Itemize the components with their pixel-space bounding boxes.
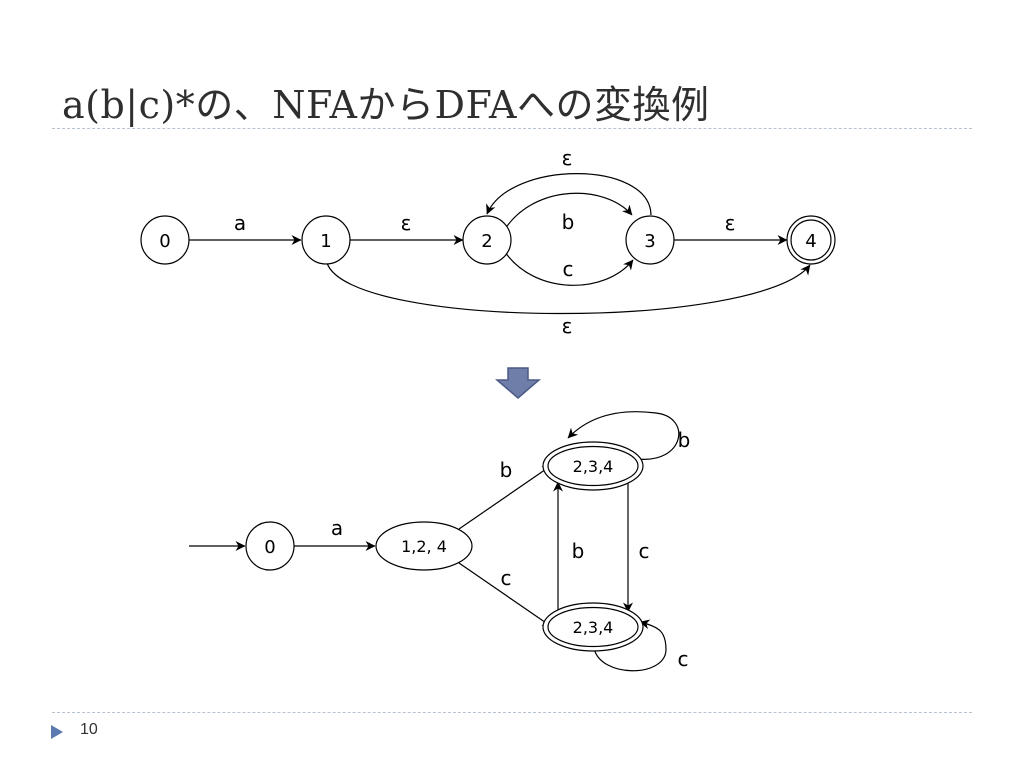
dfa-diagram: 0 1,2, 4 2,3,4 2,3,4 a b c b c b c: [189, 411, 691, 672]
svg-text:4: 4: [805, 231, 816, 252]
nfa-edge-2-3-c: [504, 251, 634, 286]
nfa-label-epsilon-bypass: ε: [562, 314, 573, 338]
nfa-edge-2-3-b: [504, 192, 633, 230]
dfa-edge-middle-bottom: [458, 562, 553, 628]
dfa-state-top-accepting: 2,3,4: [542, 441, 644, 491]
dfa-label-b-self: b: [678, 428, 691, 452]
triangle-bullet-icon: [51, 725, 63, 739]
footer-divider: [52, 712, 972, 713]
dfa-label-c-vertical: c: [639, 539, 650, 563]
dfa-label-b-vertical: b: [572, 539, 585, 563]
svg-text:1,2, 4: 1,2, 4: [401, 537, 447, 556]
nfa-edge-1-4-epsilon: [326, 262, 811, 315]
nfa-state-4-accepting: 4: [786, 215, 836, 265]
nfa-label-a: a: [234, 211, 246, 235]
svg-text:1: 1: [320, 231, 331, 252]
nfa-state-0: 0: [140, 215, 190, 265]
nfa-state-2: 2: [462, 215, 512, 265]
slide-title: a(b|c)*の、NFAからDFAへの変換例: [62, 83, 710, 127]
nfa-label-epsilon-1-2: ε: [401, 211, 412, 235]
dfa-label-c-down: c: [501, 566, 512, 590]
nfa-label-b: b: [562, 210, 575, 234]
dfa-self-loop-top: [567, 411, 680, 460]
nfa-label-epsilon-3-4: ε: [725, 211, 736, 235]
svg-text:2,3,4: 2,3,4: [573, 457, 614, 476]
nfa-edge-3-2-epsilon: [486, 173, 652, 216]
svg-text:2: 2: [481, 231, 492, 252]
dfa-label-b-up: b: [500, 458, 513, 482]
nfa-label-c: c: [563, 257, 574, 281]
nfa-label-epsilon-back: ε: [562, 146, 573, 170]
svg-text:0: 0: [159, 231, 170, 252]
dfa-label-a: a: [331, 516, 343, 540]
svg-text:2,3,4: 2,3,4: [573, 618, 614, 637]
dfa-edge-middle-top: [458, 464, 553, 530]
conversion-arrow-icon: [494, 367, 542, 399]
nfa-diagram: 0 1 2 3 4 a ε ε b c ε ε: [140, 146, 836, 338]
dfa-label-c-self: c: [678, 647, 689, 671]
dfa-state-start: 0: [245, 521, 295, 571]
nfa-state-1: 1: [301, 215, 351, 265]
dfa-self-loop-bottom: [593, 619, 667, 672]
title-divider: [52, 128, 972, 129]
page-number: 10: [80, 721, 98, 738]
dfa-state-bottom-accepting: 2,3,4: [542, 602, 644, 652]
nfa-state-3: 3: [625, 215, 675, 265]
svg-text:3: 3: [644, 231, 655, 252]
dfa-state-middle: 1,2, 4: [375, 521, 473, 571]
svg-text:0: 0: [264, 537, 275, 558]
